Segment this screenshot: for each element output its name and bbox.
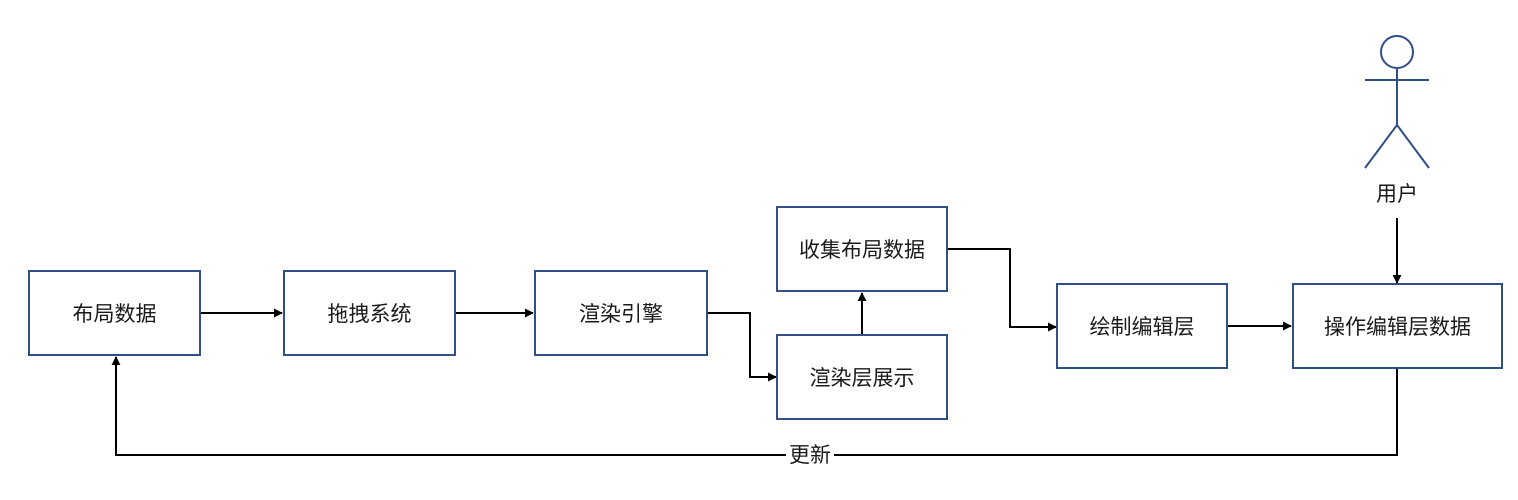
update-edge-label: 更新 — [786, 445, 834, 466]
user-actor-icon — [1364, 35, 1430, 169]
node-draw-edit-layer: 绘制编辑层 — [1056, 283, 1228, 369]
node-render-engine: 渲染引擎 — [534, 270, 708, 356]
node-operate-edit-layer-data: 操作编辑层数据 — [1292, 283, 1503, 369]
node-drag-system: 拖拽系统 — [283, 270, 456, 356]
node-collect-layout-data: 收集布局数据 — [776, 206, 948, 292]
node-layout-data: 布局数据 — [28, 270, 201, 356]
user-actor-label: 用户 — [1376, 182, 1418, 206]
edge-update-feedback — [111, 356, 1398, 456]
edge-render-engine-to-render-layer — [708, 312, 777, 382]
edge-collect-to-draw-edit — [948, 248, 1057, 332]
node-render-layer-display: 渲染层展示 — [776, 334, 948, 420]
